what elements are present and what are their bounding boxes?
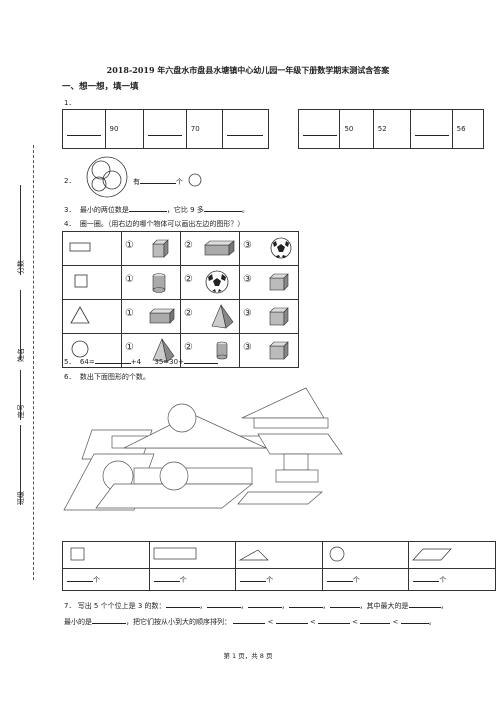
answer-cell[interactable] <box>410 109 453 149</box>
q2-answer[interactable] <box>140 176 176 184</box>
circle-shape-cell <box>321 541 410 569</box>
parallelogram-shape-cell <box>408 541 496 569</box>
q4-row: ① ② ③ <box>62 299 299 334</box>
name-label: 姓名 <box>17 348 25 362</box>
section-heading: 一、想一想，填一填 <box>62 82 139 92</box>
q6-text: 6． 数出下面图形的个数。 <box>64 373 150 381</box>
class-label: 班级 <box>17 491 25 505</box>
q5-text: 5． 64=+4 35=30+ <box>64 356 218 367</box>
q7-order-blank[interactable] <box>275 616 308 624</box>
count-answer-cell[interactable]: 个 <box>321 568 410 591</box>
value-cell: 52 <box>372 109 412 149</box>
q3-answer-1[interactable] <box>128 204 167 212</box>
value-cell: 50 <box>339 109 374 149</box>
score-label: 分数 <box>17 260 25 274</box>
q1-sequence-left: 90 70 <box>62 109 269 149</box>
q7-blank[interactable] <box>165 600 200 608</box>
seat-field[interactable] <box>20 370 22 420</box>
count-answer-cell[interactable]: 个 <box>148 568 237 591</box>
q7-order-blank[interactable] <box>360 616 391 624</box>
q4-row: ① ② ③ <box>62 333 299 368</box>
q7-blank[interactable] <box>206 600 241 608</box>
q5-answer-1[interactable] <box>94 356 131 364</box>
option-1[interactable]: ① <box>121 231 181 266</box>
option-2[interactable]: ② <box>180 265 240 300</box>
score-field[interactable] <box>20 185 22 275</box>
q7-blank[interactable] <box>329 600 360 608</box>
option-3[interactable]: ③ <box>239 299 299 334</box>
option-3[interactable]: ③ <box>239 231 299 266</box>
q6-count-table: 个 个 个 个 个 <box>62 541 496 591</box>
target-shape <box>62 265 122 300</box>
binding-line <box>33 145 35 580</box>
target-shape <box>62 231 122 266</box>
answer-cell[interactable] <box>62 109 106 149</box>
option-3[interactable]: ③ <box>239 333 299 368</box>
count-answer-cell[interactable]: 个 <box>235 568 323 591</box>
target-shape <box>62 333 122 368</box>
q7-blank[interactable] <box>288 600 323 608</box>
q3-text: 3． 最小的两位数是，它比 9 多。 <box>64 204 249 214</box>
class-field[interactable] <box>20 425 22 505</box>
circles-figure <box>86 156 128 198</box>
q7-order-blank[interactable] <box>233 616 266 624</box>
q3-answer-2[interactable] <box>203 204 242 212</box>
q1-sequence-right: 50 52 56 <box>297 109 485 149</box>
q7-order-blank[interactable] <box>400 616 429 624</box>
answer-cell[interactable] <box>297 109 341 149</box>
option-1[interactable]: ① <box>121 299 181 334</box>
q4-row: ① ② ③ <box>62 231 299 266</box>
answer-cell[interactable] <box>143 109 187 149</box>
shape-picture <box>63 387 343 511</box>
q7-min-answer[interactable] <box>92 616 126 624</box>
circle-icon <box>188 173 202 187</box>
count-answer-cell[interactable]: 个 <box>408 568 496 591</box>
triangle-shape-cell <box>235 541 323 569</box>
q2-text: 有个 <box>133 176 183 186</box>
option-2[interactable]: ② <box>180 299 240 334</box>
q7-line-2: 最小的是，把它们按从小到大的顺序排列： < < < < 。 <box>64 616 436 626</box>
option-1[interactable]: ① <box>121 265 181 300</box>
option-3[interactable]: ③ <box>239 265 299 300</box>
name-field[interactable] <box>20 290 22 360</box>
page-footer: 第 1 页，共 8 页 <box>223 652 273 660</box>
q1-number: 1． <box>64 99 76 107</box>
value-cell: 90 <box>104 109 145 149</box>
q4-text: 4． 圈一圈。（用右边的哪个物体可以画出左边的图形？） <box>64 220 245 228</box>
value-cell: 56 <box>451 109 485 149</box>
q5-answer-2[interactable] <box>183 356 218 364</box>
q7-max-answer[interactable] <box>408 600 441 608</box>
q4-row: ① ② ③ <box>62 265 299 300</box>
answer-cell[interactable] <box>222 109 269 149</box>
q7-blank[interactable] <box>247 600 282 608</box>
target-shape <box>62 299 122 334</box>
q7-line-1: 7． 写出 5 个个位上是 3 的数：，，，，，其中最大的是， <box>64 600 448 610</box>
seat-label: 座号 <box>17 404 25 418</box>
page-title: 2018-2019 年六盘水市盘县水塘镇中心幼儿园一年级下册数学期末测试含答案 <box>106 65 390 75</box>
q4-grid: ① ② ③ ① ② ③ ① <box>62 231 299 368</box>
q7-order-blank[interactable] <box>317 616 350 624</box>
count-answer-cell[interactable]: 个 <box>62 568 150 591</box>
long-rect-shape-cell <box>148 541 237 569</box>
rect-shape-cell <box>62 541 150 569</box>
q2-number: 2． <box>64 177 76 185</box>
value-cell: 70 <box>185 109 224 149</box>
option-2[interactable]: ② <box>180 333 240 368</box>
option-2[interactable]: ② <box>180 231 240 266</box>
